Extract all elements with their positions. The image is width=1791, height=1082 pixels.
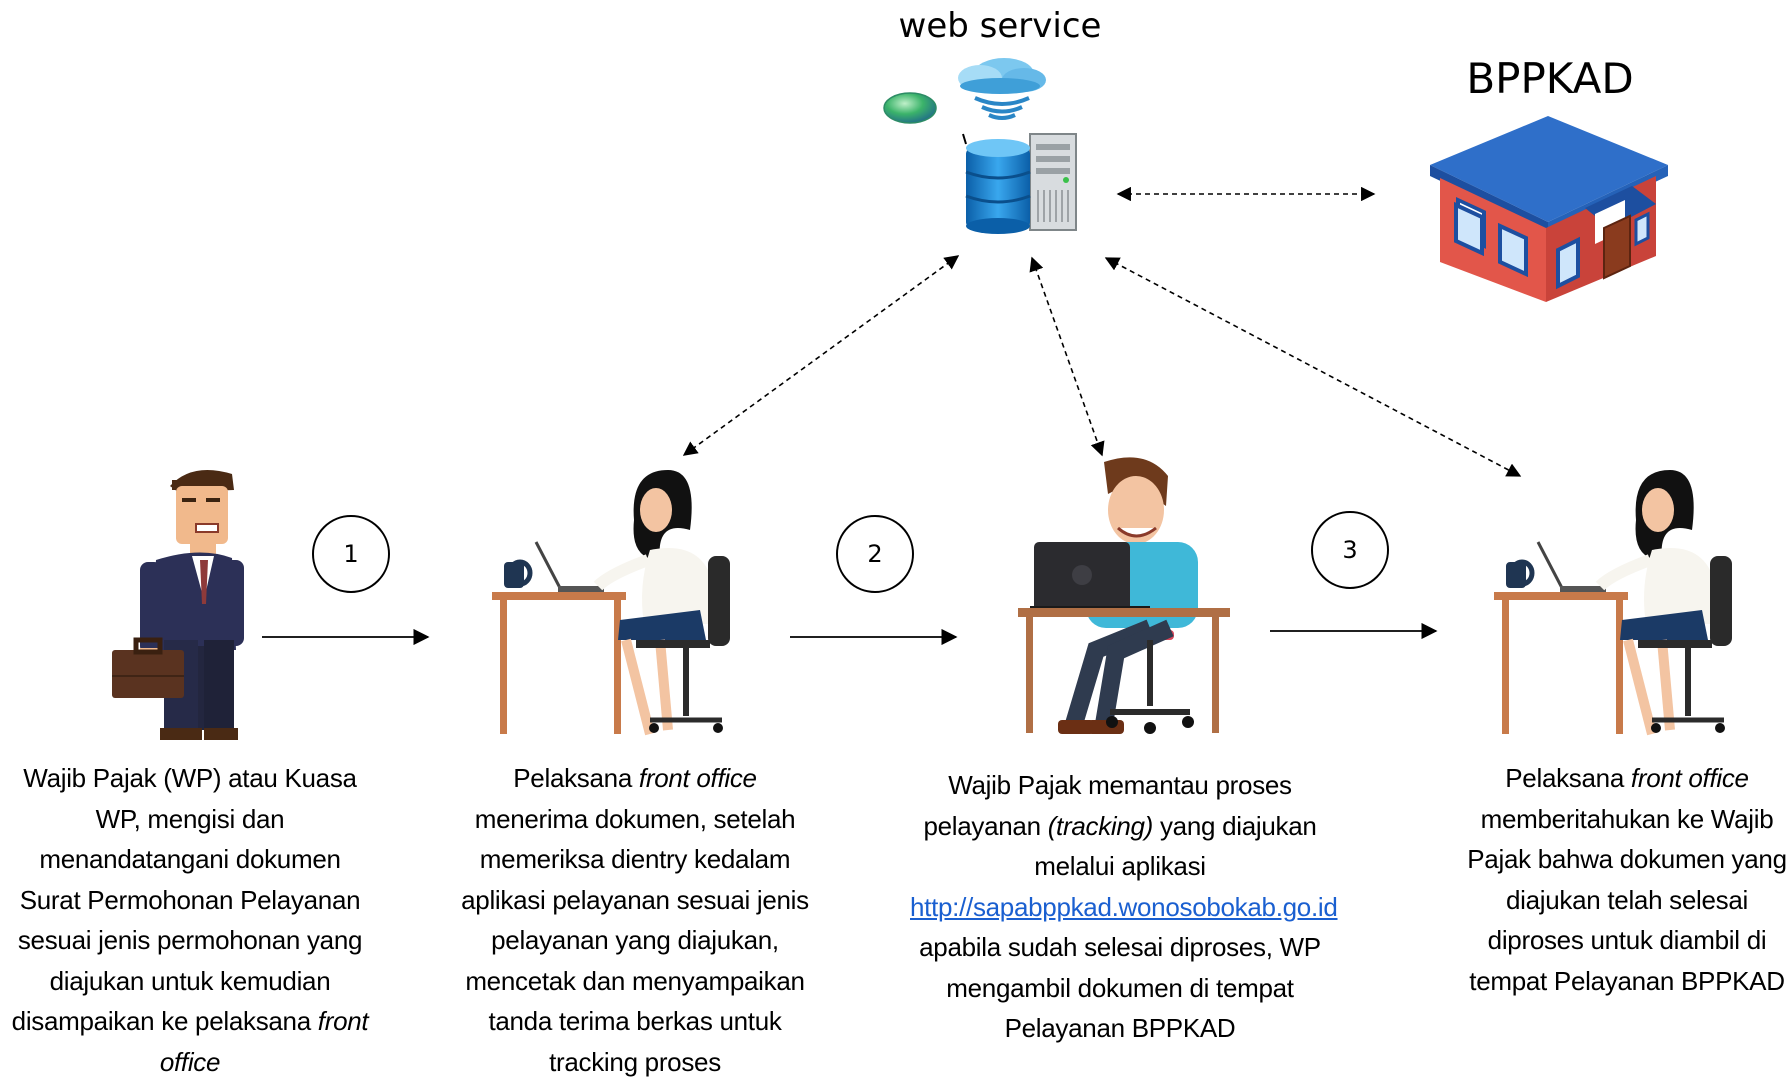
fo2-text-b: memberitahukan ke Wajib Pajak bahwa doku… bbox=[1467, 803, 1787, 996]
globe-icon bbox=[883, 92, 937, 124]
sapabppkad-link[interactable]: http://sapabppkad.wonosobokab.go.id bbox=[910, 891, 1338, 922]
laptop-user-icon bbox=[1018, 457, 1230, 734]
wpt-text-a: Wajib Pajak memantau proses pelayanan bbox=[923, 770, 1292, 841]
database-server-icon bbox=[965, 133, 1077, 234]
description-wajib-pajak: Wajib Pajak (WP) atau Kuasa WP, mengisi … bbox=[8, 758, 372, 1082]
connector-webservice-frontoffice-1 bbox=[682, 255, 960, 456]
cloud-icon bbox=[958, 58, 1046, 120]
wpt-text-c: apabila sudah selesai diproses, WP menga… bbox=[919, 932, 1321, 1043]
step-3-badge: 3 bbox=[1311, 511, 1389, 589]
connector-webservice-frontoffice-2 bbox=[1104, 257, 1522, 477]
house-icon bbox=[1430, 116, 1668, 302]
step-arrows bbox=[262, 622, 1438, 646]
fo1-text-b: menerima dokumen, setelah memeriksa dien… bbox=[461, 803, 809, 1077]
description-wp-tracking: Wajib Pajak memantau proses pelayanan (t… bbox=[910, 765, 1338, 1049]
web-service-label: web service bbox=[898, 6, 1102, 46]
dashed-connectors bbox=[682, 186, 1522, 477]
description-front-office-1: Pelaksana front office menerima dokumen,… bbox=[456, 758, 814, 1082]
fo2-text-a: Pelaksana bbox=[1505, 763, 1631, 793]
description-front-office-2: Pelaksana front office memberitahukan ke… bbox=[1466, 758, 1788, 1001]
office-worker-icon-1 bbox=[492, 470, 730, 736]
wp-text: Wajib Pajak (WP) atau Kuasa WP, mengisi … bbox=[11, 763, 363, 1036]
connector-webservice-wp bbox=[1029, 256, 1105, 457]
fo1-front-office: front office bbox=[638, 763, 757, 793]
flow-diagram bbox=[112, 58, 1732, 740]
bppkad-label: BPPKAD bbox=[1466, 54, 1634, 103]
businessman-icon bbox=[112, 470, 244, 740]
wpt-text-b: yang diajukan melalui aplikasi bbox=[1034, 810, 1317, 882]
step-1-badge: 1 bbox=[312, 515, 390, 593]
wpt-tracking: (tracking) bbox=[1047, 810, 1154, 841]
step-2-badge: 2 bbox=[836, 515, 914, 593]
fo1-text-a: Pelaksana bbox=[513, 763, 639, 793]
fo2-front-office: front office bbox=[1630, 763, 1749, 793]
office-worker-icon-2 bbox=[1494, 470, 1732, 736]
